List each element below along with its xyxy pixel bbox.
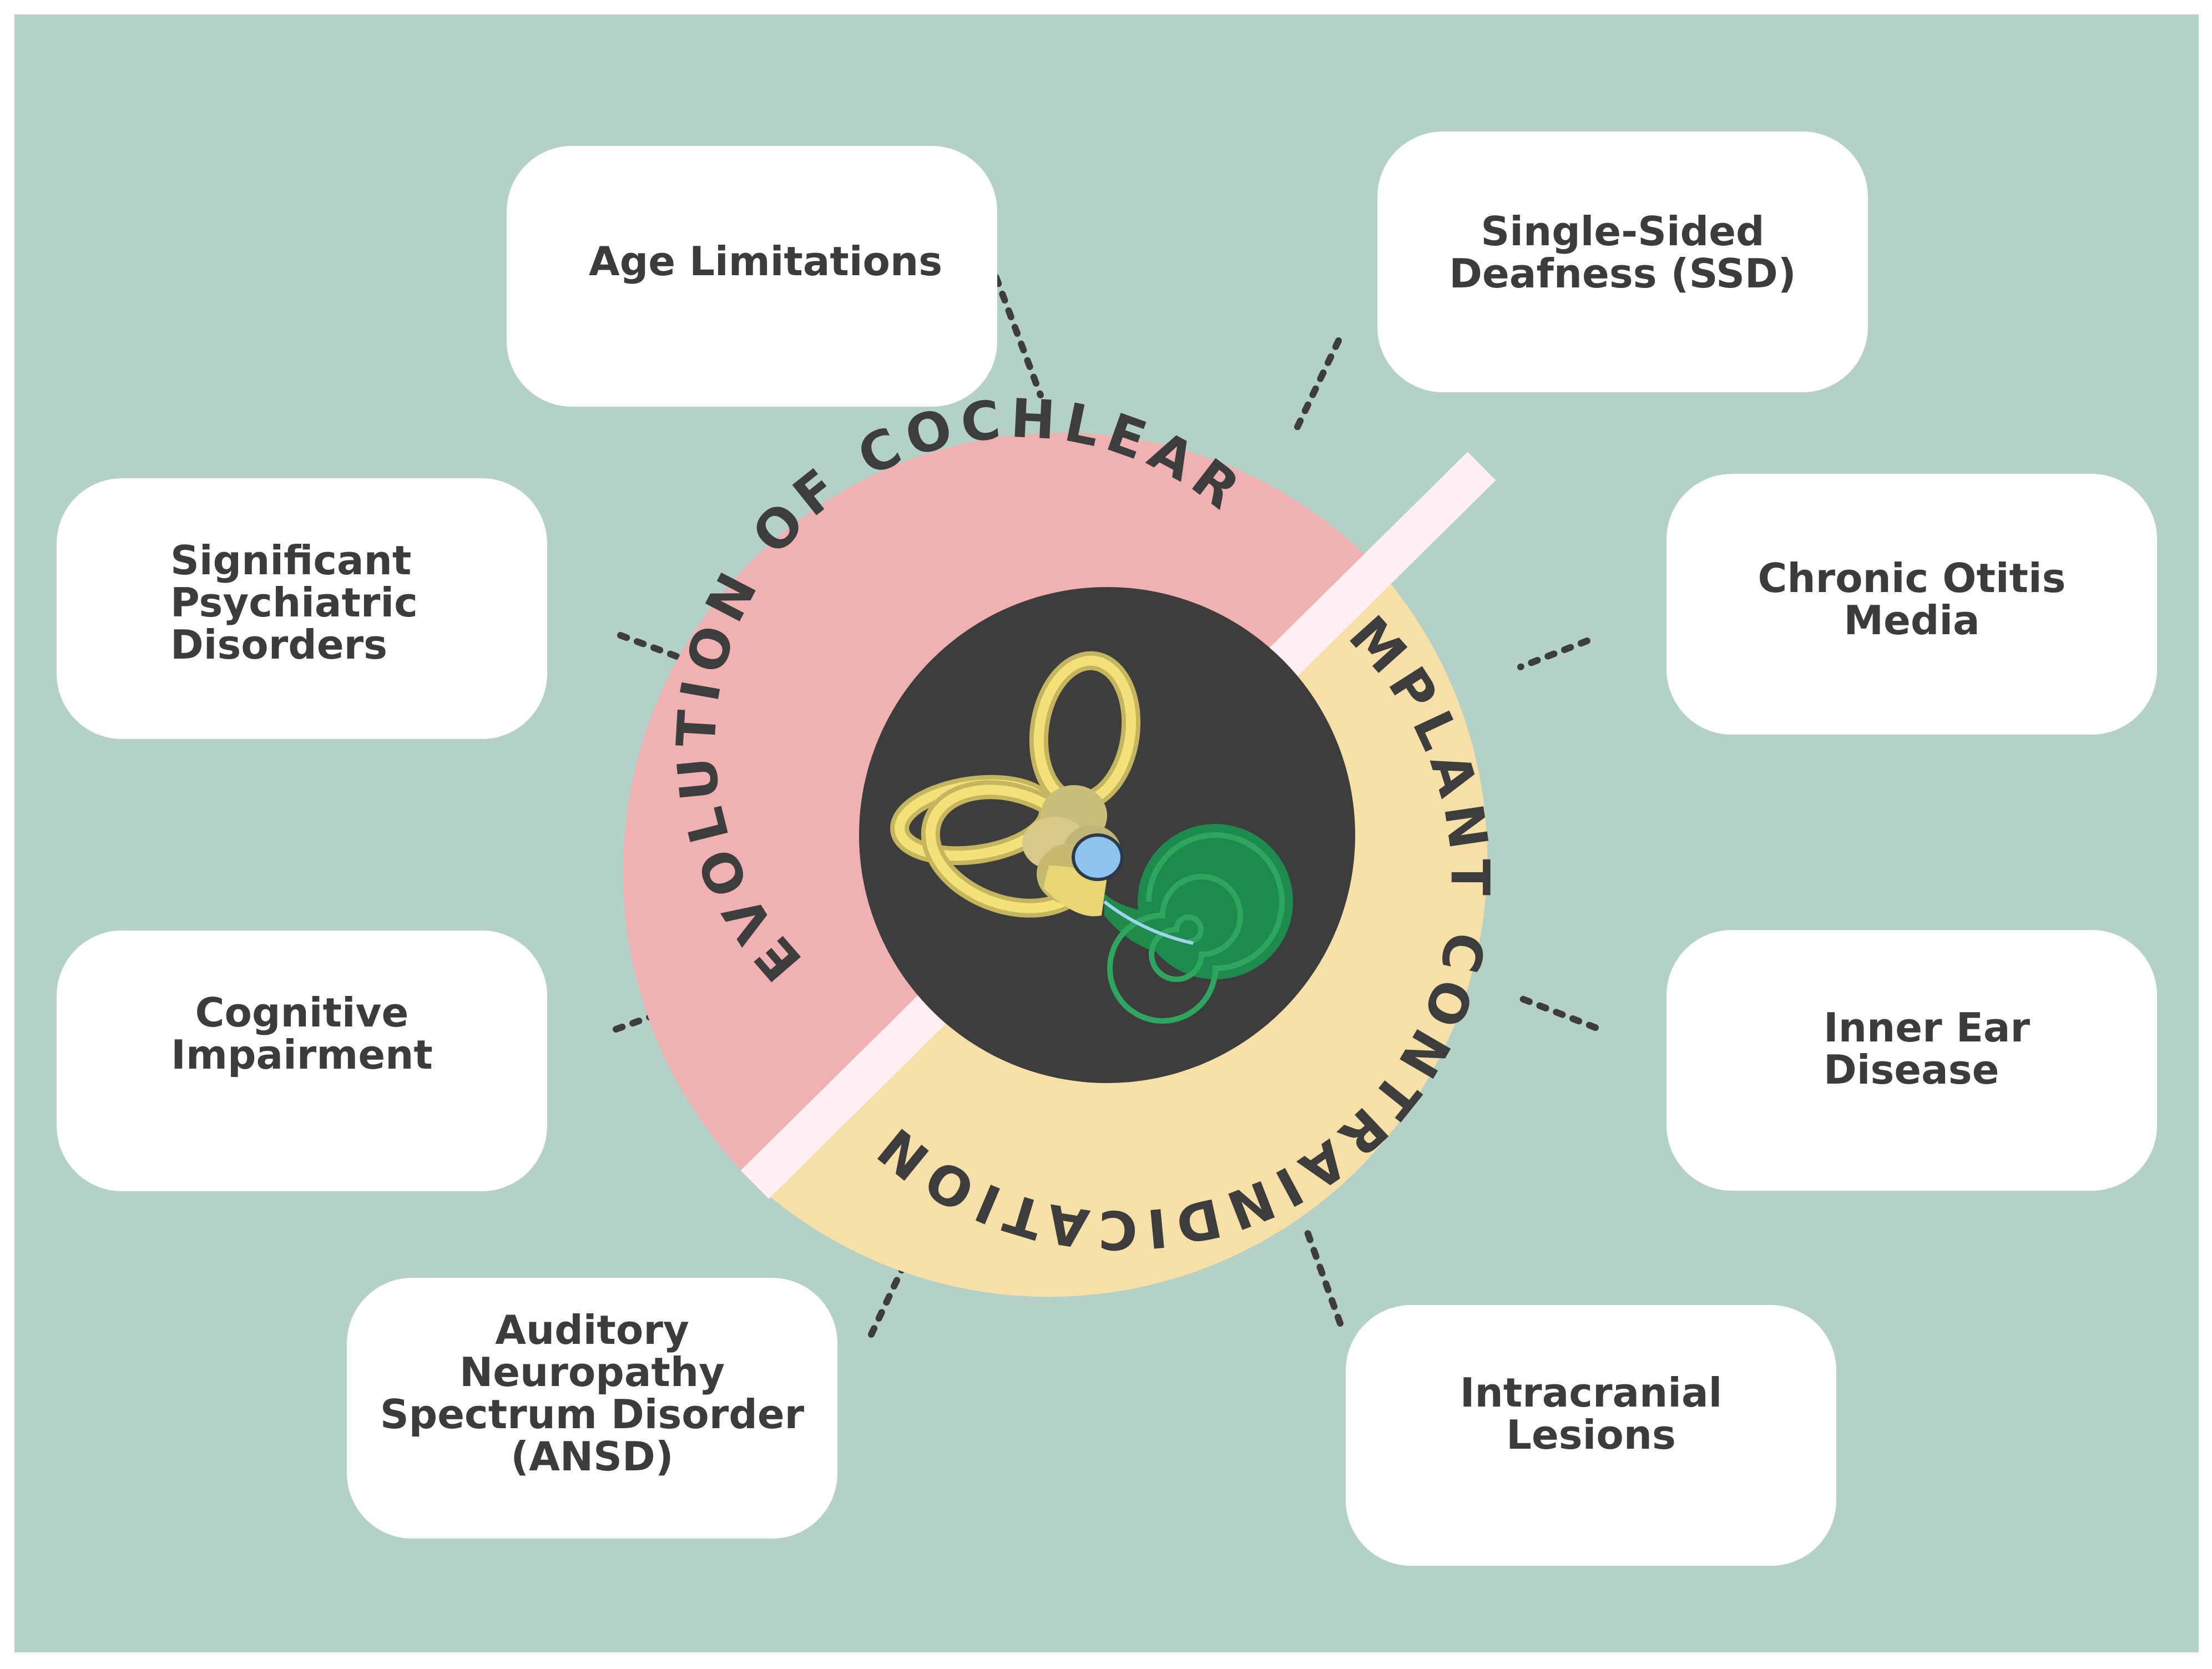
item-ansd: Auditory Neuropathy Spectrum Disorder (A… (347, 1278, 837, 1539)
oval-window (1072, 833, 1124, 881)
item-label: Cognitive Impairment (171, 989, 433, 1078)
inner-ear-icon (890, 651, 1293, 1024)
item-label: Age Limitations (589, 238, 943, 285)
connector-age-limitations (993, 274, 1044, 398)
item-label: Intracranial Lesions (1459, 1369, 1723, 1458)
cochlea (1103, 824, 1293, 1024)
connector-chronic-otitis-media (1517, 638, 1590, 670)
connector-single-sided-deafness (1290, 337, 1342, 439)
item-label: Chronic Otitis Media (1758, 555, 2066, 644)
item-intracranial-lesions: Intracranial Lesions (1346, 1305, 1836, 1566)
item-label: Inner Ear Disease (1824, 1004, 2030, 1093)
item-label: Auditory Neuropathy Spectrum Disorder (A… (380, 1307, 805, 1480)
item-label: Significant Psychiatric Disorders (170, 537, 418, 668)
item-inner-ear-disease: Inner Ear Disease (1666, 930, 2157, 1191)
connector-intracranial-lesions (1302, 1223, 1344, 1327)
item-significant-psychiatric-disorders: Significant Psychiatric Disorders (57, 478, 547, 739)
item-chronic-otitis-media: Chronic Otitis Media (1666, 474, 2157, 735)
item-age-limitations: Age Limitations (507, 146, 997, 407)
item-label: Single-Sided Deafness (SSD) (1449, 208, 1796, 297)
item-cognitive-impairment: Cognitive Impairment (57, 930, 547, 1191)
connector-inner-ear-disease (1512, 993, 1599, 1031)
item-single-sided-deafness: Single-Sided Deafness (SSD) (1377, 132, 1868, 392)
